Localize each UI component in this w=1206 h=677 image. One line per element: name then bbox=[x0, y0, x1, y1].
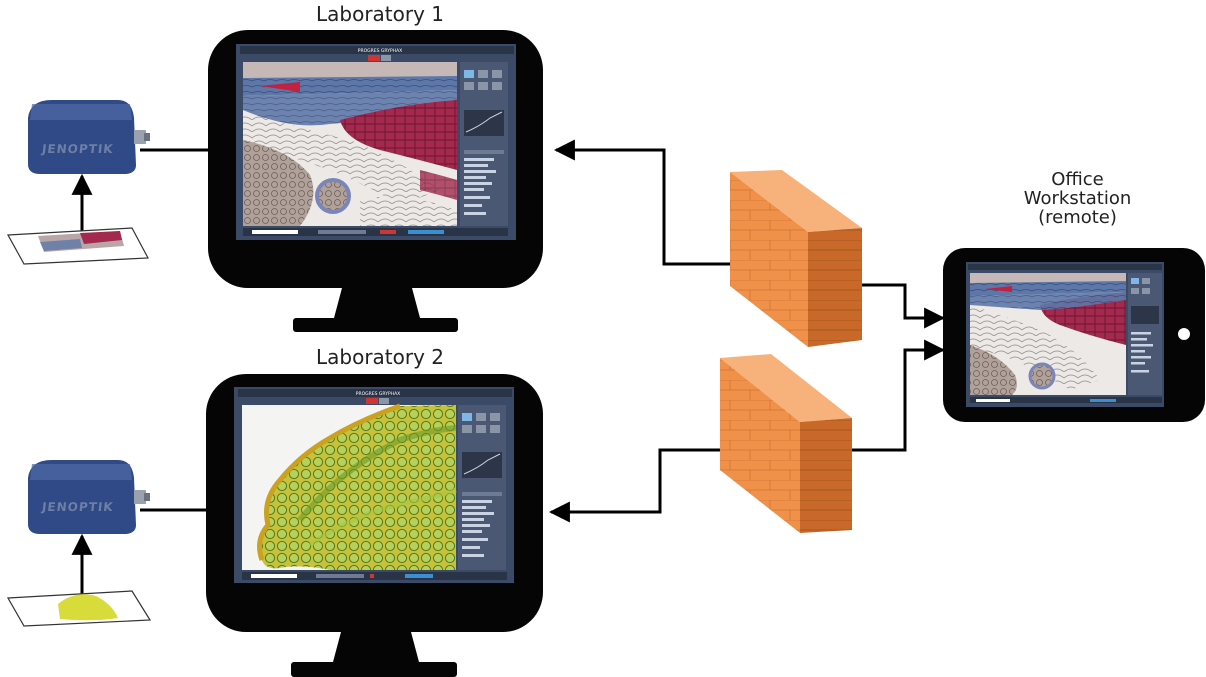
office-workstation-label: Office Workstation (remote) bbox=[990, 170, 1165, 227]
lab2-camera-brand: JENOPTIK bbox=[41, 500, 115, 514]
lab2-specimen-slide bbox=[6, 590, 152, 627]
firewall-1 bbox=[730, 170, 862, 347]
firewall1-to-office-arrow bbox=[862, 283, 946, 329]
microscope-camera-icon bbox=[28, 460, 150, 534]
lab1-microscope-image bbox=[243, 62, 457, 226]
office-tablet bbox=[943, 248, 1205, 422]
firewall2-to-office-arrow bbox=[852, 339, 946, 452]
microscope-camera-icon bbox=[28, 100, 150, 174]
lab2-camera bbox=[28, 460, 150, 534]
specimen-slide-icon bbox=[6, 590, 152, 627]
lab2-monitor: PROGRES GRYPHAX bbox=[206, 374, 543, 677]
specimen-slide-icon bbox=[7, 227, 149, 265]
lab2-control-panel bbox=[458, 405, 506, 570]
lab2-microscope-image bbox=[242, 403, 457, 570]
firewall2-to-lab2-arrow bbox=[548, 448, 772, 523]
lab1-software-title: PROGRES GRYPHAX bbox=[358, 48, 402, 54]
firewall1-to-lab1-arrow bbox=[553, 139, 780, 266]
office-label-line2: Workstation bbox=[1023, 188, 1132, 209]
office-label-line1: Office bbox=[1051, 169, 1104, 190]
laboratory-2-label: Laboratory 2 bbox=[315, 345, 445, 369]
firewall-icon bbox=[730, 170, 862, 347]
lab1-specimen-slide bbox=[7, 227, 149, 265]
lab1-camera bbox=[28, 100, 150, 174]
lab2-software-title: PROGRES GRYPHAX bbox=[356, 391, 400, 397]
firewall-2 bbox=[720, 354, 852, 533]
laboratory-1-label: Laboratory 1 bbox=[315, 2, 445, 26]
office-label-line3: (remote) bbox=[1038, 207, 1117, 228]
office-microscope-image bbox=[970, 273, 1126, 395]
lab1-camera-brand: JENOPTIK bbox=[41, 142, 115, 156]
firewall-icon bbox=[720, 354, 852, 533]
lab1-control-panel bbox=[460, 62, 508, 226]
office-control-panel bbox=[1128, 273, 1162, 395]
lab1-monitor: PROGRES GRYPHAX bbox=[208, 30, 543, 332]
